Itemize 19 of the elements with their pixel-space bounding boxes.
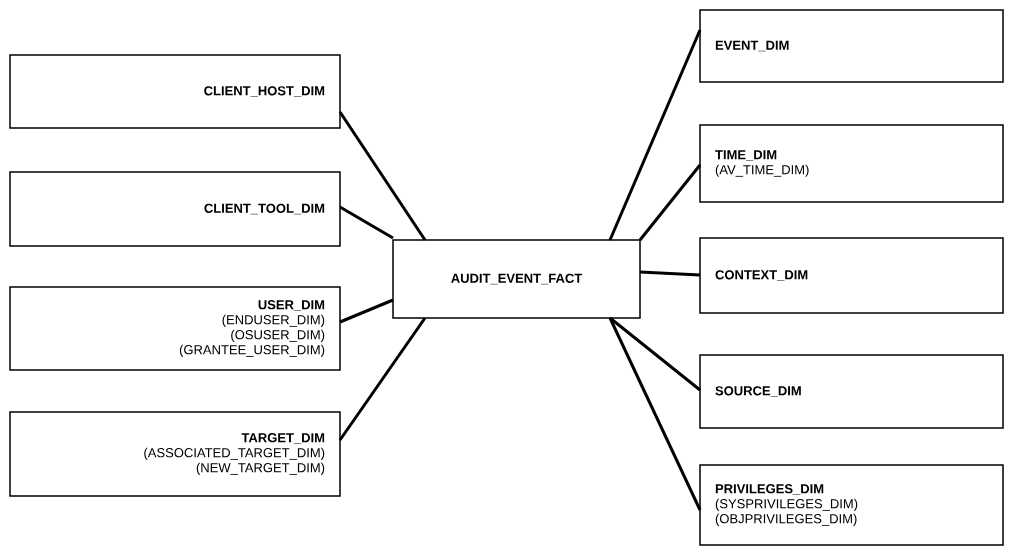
table-box: EVENT_DIM [699,9,1004,83]
table-box: USER_DIM (ENDUSER_DIM) (OSUSER_DIM) (GRANTEE_USER_DIM) [9,286,341,371]
table-box: TARGET_DIM (ASSOCIATED_TARGET_DIM) (NEW_TARGET_DIM) [9,411,341,497]
connector-line [338,111,427,241]
table-box: AUDIT_EVENT_FACT [392,239,641,319]
connector-line [608,317,702,511]
connector-line [609,316,701,392]
connector-line [338,317,427,441]
table-box: TIME_DIM (AV_TIME_DIM) [699,124,1004,203]
table-box: PRIVILEGES_DIM (SYSPRIVILEGES_DIM) (OBJPRIVILEGES_DIM) [699,464,1004,546]
connector-line [639,270,701,277]
connector-line [339,298,394,324]
table-box: CLIENT_HOST_DIM [9,54,341,129]
table-box: CLIENT_TOOL_DIM [9,171,341,247]
connector-line [638,164,702,241]
connector-line [339,205,394,240]
connector-line [608,29,702,241]
table-box: SOURCE_DIM [699,354,1004,429]
table-box: CONTEXT_DIM [699,237,1004,314]
